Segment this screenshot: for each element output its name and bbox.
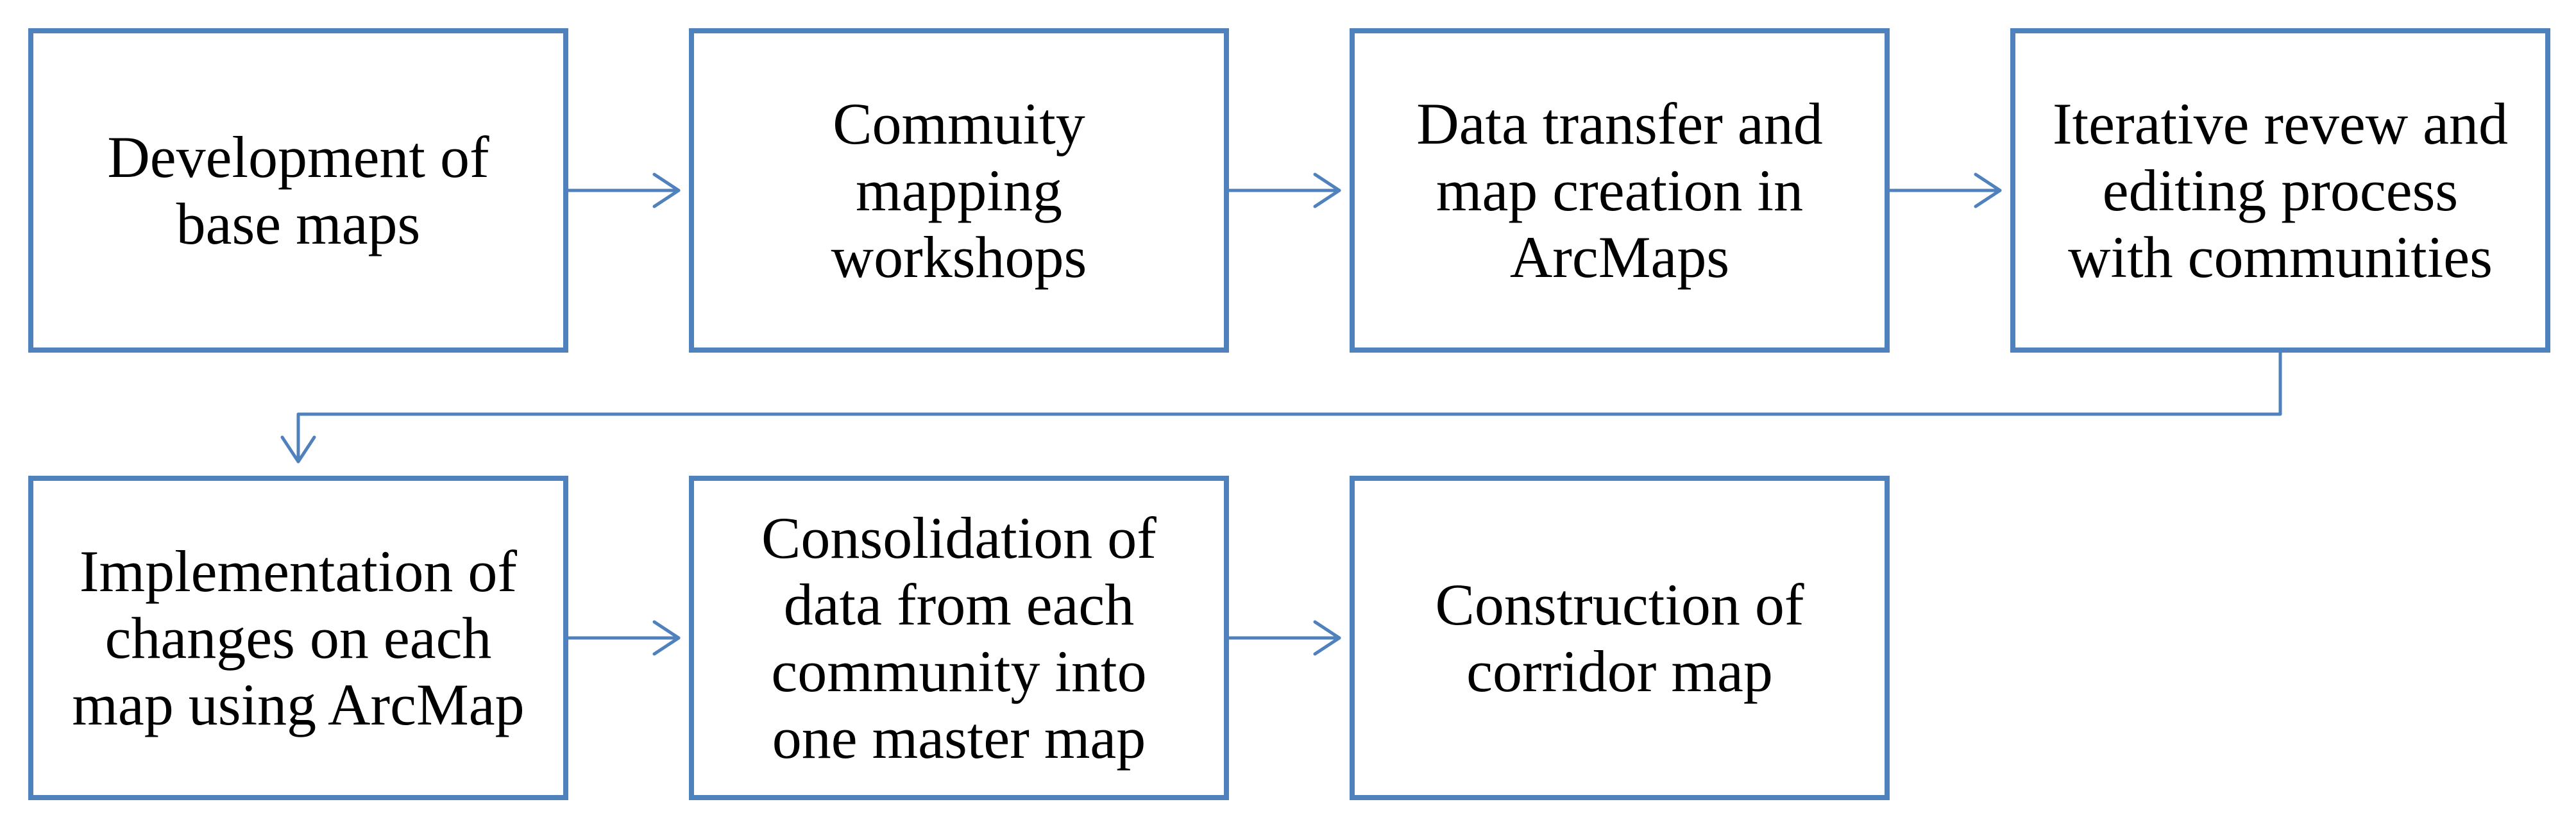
step-label: Iterative revew and editing process with… bbox=[2052, 91, 2509, 290]
step-box-community-mapping-workshops: Commuity mapping workshops bbox=[689, 28, 1229, 353]
step-label: Development of base maps bbox=[107, 124, 489, 256]
step-box-iterative-review: Iterative revew and editing process with… bbox=[2010, 28, 2550, 353]
arrow-1-to-2 bbox=[566, 172, 681, 208]
step-label: Commuity mapping workshops bbox=[831, 91, 1087, 290]
step-box-data-transfer: Data transfer and map creation in ArcMap… bbox=[1350, 28, 1890, 353]
step-label: Construction of corridor map bbox=[1435, 572, 1804, 704]
arrow-5-to-6 bbox=[566, 620, 681, 656]
arrow-3-to-4 bbox=[1888, 172, 2002, 208]
step-box-development-of-base-maps: Development of base maps bbox=[28, 28, 568, 353]
step-box-consolidation-of-data: Consolidation of data from each communit… bbox=[689, 476, 1229, 800]
step-label: Consolidation of data from each communit… bbox=[761, 505, 1157, 771]
step-box-implementation-of-changes: Implementation of changes on each map us… bbox=[28, 476, 568, 800]
step-box-construction-of-corridor-map: Construction of corridor map bbox=[1350, 476, 1890, 800]
arrow-4-to-5 bbox=[280, 351, 2282, 464]
step-label: Implementation of changes on each map us… bbox=[72, 539, 525, 737]
arrow-6-to-7 bbox=[1227, 620, 1341, 656]
arrow-2-to-3 bbox=[1227, 172, 1341, 208]
step-label: Data transfer and map creation in ArcMap… bbox=[1416, 91, 1823, 290]
